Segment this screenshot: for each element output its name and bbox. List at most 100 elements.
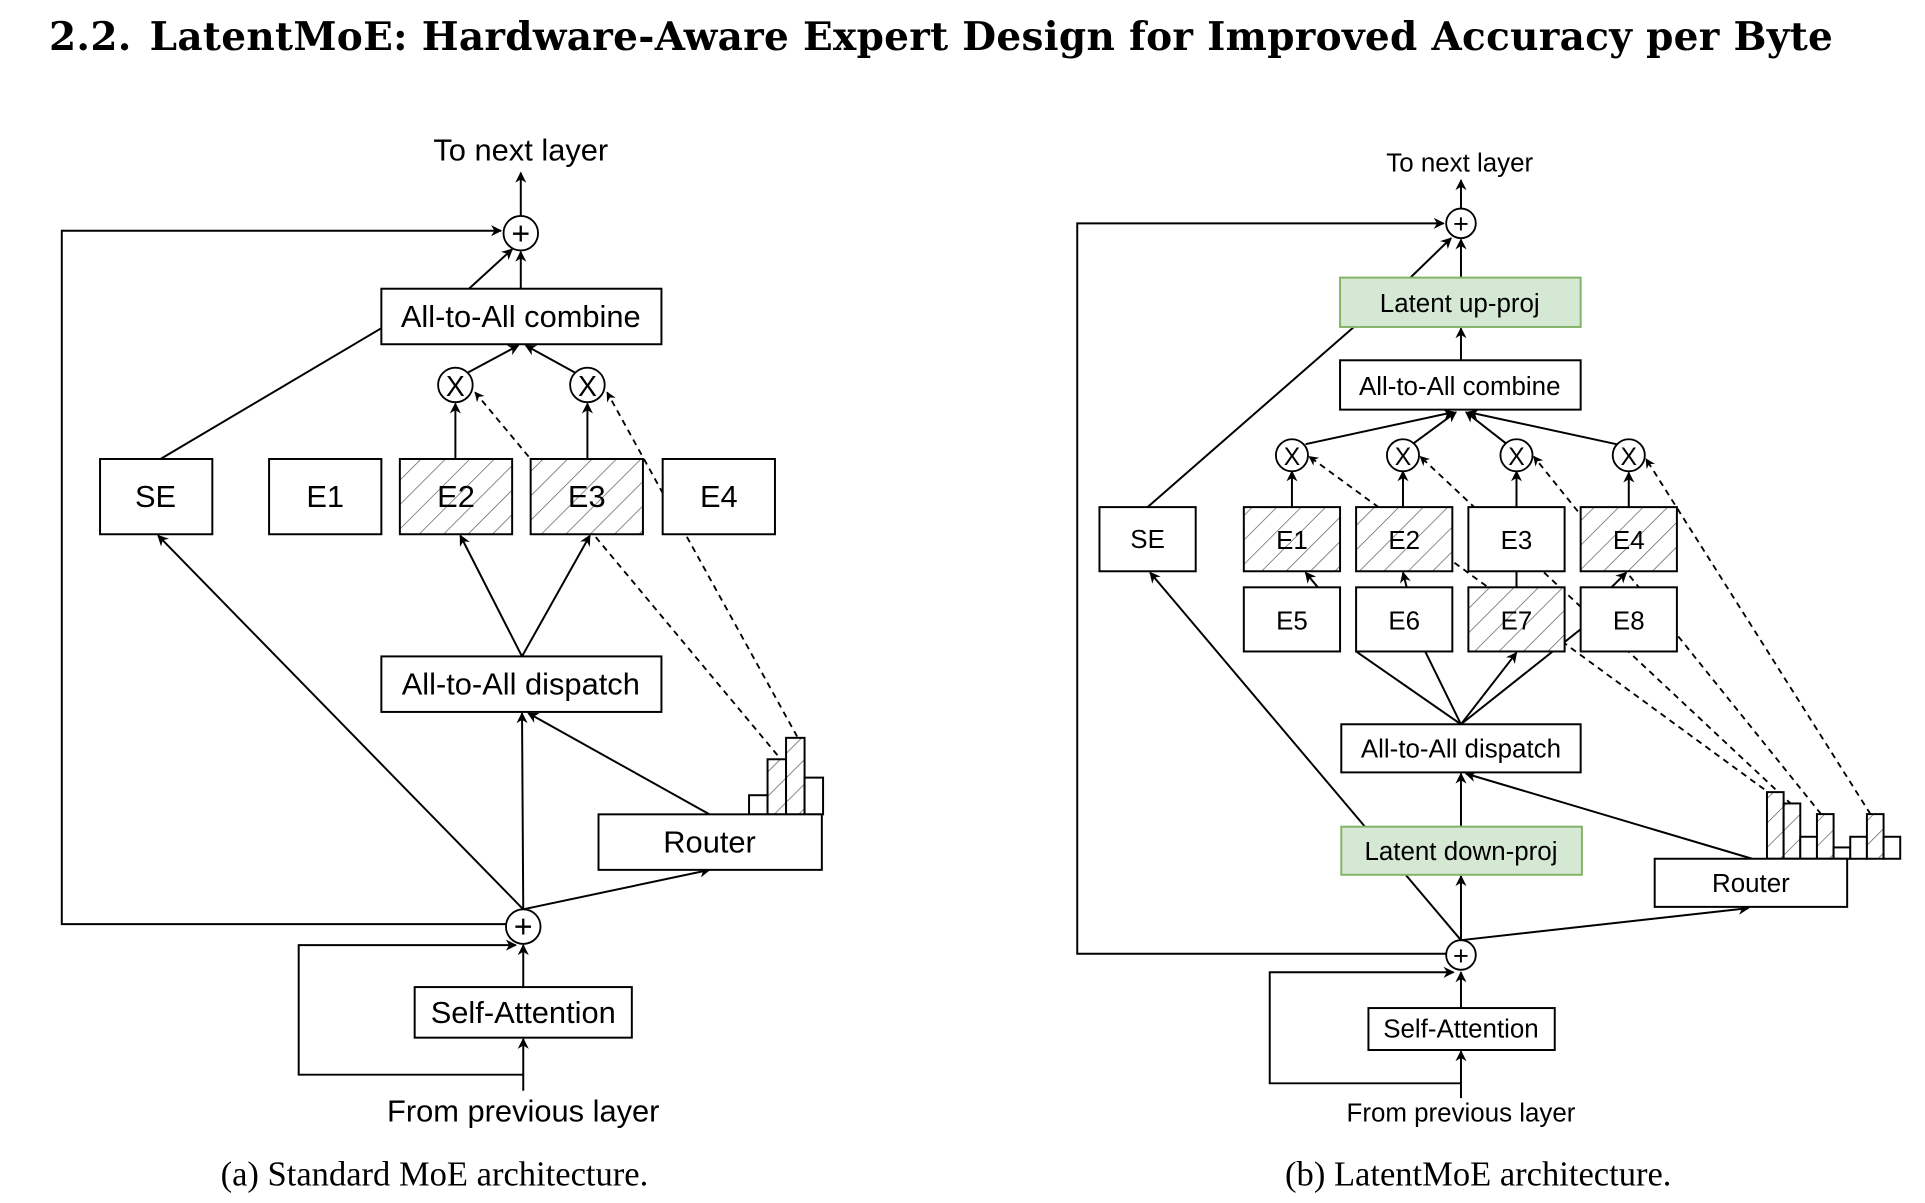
histogram-bar: [1849, 835, 1868, 860]
mul-to-combine-arrow: [467, 344, 520, 374]
histogram-bar: [803, 776, 825, 816]
expert-label: E3: [568, 479, 606, 514]
router-histogram: [1765, 791, 1902, 860]
expert-rect: [1579, 586, 1678, 653]
router-label: Router: [663, 825, 756, 860]
residual-connection-outer: [1076, 217, 1447, 955]
mul-to-combine-arrow: [1413, 411, 1457, 444]
dispatch-to-e2-arrow: [459, 534, 523, 657]
add-to-se-arrow: [1149, 571, 1462, 941]
router-box: Router: [1653, 857, 1849, 908]
dispatch-to-expert-line: [1424, 651, 1462, 725]
expert-box-e1: E1: [1242, 506, 1342, 573]
router-box: Router: [597, 813, 823, 871]
section-heading: 2.2. LatentMoE: Hardware-Aware Expert Des…: [49, 14, 1833, 60]
expert-box-e4: E4: [661, 458, 776, 536]
self-attention-box: Self-Attention: [413, 986, 633, 1039]
expert-box-e2: E2: [1355, 506, 1454, 573]
expert-box-e3: E3: [529, 458, 644, 536]
router-label: Router: [1712, 870, 1790, 898]
mul-symbol: X: [1621, 444, 1637, 471]
expert-label: E1: [1276, 527, 1308, 555]
to-e1-arrow: [1304, 571, 1319, 588]
shared-expert-label: SE: [1130, 526, 1165, 554]
gate-e2-dashed: [474, 391, 779, 756]
expert-rect: [398, 458, 514, 536]
residual-connection-outer: [60, 225, 506, 926]
residual-connection-inner: [297, 939, 524, 1076]
latent-down-proj-box: Latent down-proj: [1340, 825, 1583, 876]
histogram-bar: [1865, 813, 1885, 860]
mul-node: X: [1611, 438, 1646, 473]
combine-box: All-to-All combine: [380, 287, 663, 346]
residual-connection-inner: [1268, 966, 1461, 1085]
add-to-se-arrow: [157, 534, 524, 911]
mul-node: X: [1274, 438, 1309, 473]
expert-box-e8: E8: [1579, 586, 1678, 653]
combine-label: All-to-All combine: [1359, 373, 1561, 401]
expert-label: E2: [437, 479, 475, 514]
expert-rect: [268, 458, 383, 536]
histogram-bar: [748, 794, 769, 816]
add-symbol: +: [1453, 208, 1469, 239]
expert-label: E8: [1613, 607, 1645, 635]
figure-caption-a: (a) Standard MoE architecture.: [221, 1156, 649, 1194]
expert-rect: [1242, 506, 1342, 573]
latent-up-proj-box: Latent up-proj: [1339, 276, 1582, 328]
histogram-bar: [766, 758, 788, 816]
self-attention-box: Self-Attention: [1367, 1007, 1556, 1051]
expert-box-e4: E4: [1579, 506, 1678, 573]
mul-node: X: [1499, 438, 1534, 473]
shared-expert-box: SE: [99, 458, 214, 536]
expert-box-e6: E6: [1355, 586, 1454, 653]
self-attention-label: Self-Attention: [431, 995, 616, 1030]
section-number: 2.2.: [49, 14, 132, 60]
mul-to-combine-arrow: [524, 344, 576, 374]
dispatch-label: All-to-All dispatch: [1361, 736, 1561, 764]
figure-caption-b: (b) LatentMoE architecture.: [1285, 1156, 1671, 1194]
dispatch-to-e7-arrow: [1460, 651, 1518, 725]
add-to-router-arrow: [1460, 903, 1750, 942]
add-symbol: +: [511, 215, 530, 251]
router-histogram: [748, 736, 825, 816]
dispatch-to-expert-line: [1355, 650, 1462, 726]
mul-node: X: [1386, 438, 1420, 473]
expert-rect: [1242, 586, 1342, 653]
figure-b-latent-moe: To next layer + Latent up-proj All-to-Al…: [1076, 150, 1902, 1194]
expert-label: E2: [1388, 527, 1420, 555]
mul-symbol: X: [1395, 444, 1411, 471]
expert-box-e7: E7: [1467, 586, 1566, 653]
to-next-layer-label: To next layer: [433, 132, 608, 167]
expert-box-e5: E5: [1242, 586, 1342, 653]
expert-box-e2: E2: [398, 458, 514, 536]
se-to-add-arrow: [1409, 237, 1452, 279]
expert-label: E1: [306, 479, 344, 514]
add-symbol: +: [1453, 940, 1469, 971]
latent-down-proj-label: Latent down-proj: [1364, 838, 1557, 866]
expert-label: E4: [1613, 527, 1645, 555]
to-e2-arrow: [1400, 571, 1411, 588]
expert-label: E5: [1276, 607, 1308, 635]
add-node-bottom: +: [505, 908, 542, 945]
expert-rect: [529, 458, 644, 536]
mul-to-combine-arrow: [1305, 408, 1455, 446]
from-previous-layer-label: From previous layer: [387, 1094, 659, 1129]
combine-label: All-to-All combine: [401, 299, 641, 334]
shared-expert-label: SE: [135, 479, 176, 514]
se-to-combine-line: [159, 327, 382, 460]
expert-label: E7: [1501, 607, 1533, 635]
expert-rect: [1355, 506, 1454, 573]
combine-box: All-to-All combine: [1339, 359, 1582, 411]
from-previous-layer-label: From previous layer: [1347, 1100, 1576, 1128]
add-node-top: +: [1445, 207, 1477, 239]
expert-rect: [1467, 506, 1566, 573]
histogram-bar: [1799, 835, 1818, 860]
to-e4-arrow: [1610, 571, 1628, 589]
expert-label: E3: [1501, 527, 1533, 555]
expert-label: E4: [700, 479, 738, 514]
expert-box-e1: E1: [268, 458, 383, 536]
section-title: LatentMoE: Hardware-Aware Expert Design …: [149, 14, 1834, 60]
mul-symbol: X: [578, 371, 597, 403]
